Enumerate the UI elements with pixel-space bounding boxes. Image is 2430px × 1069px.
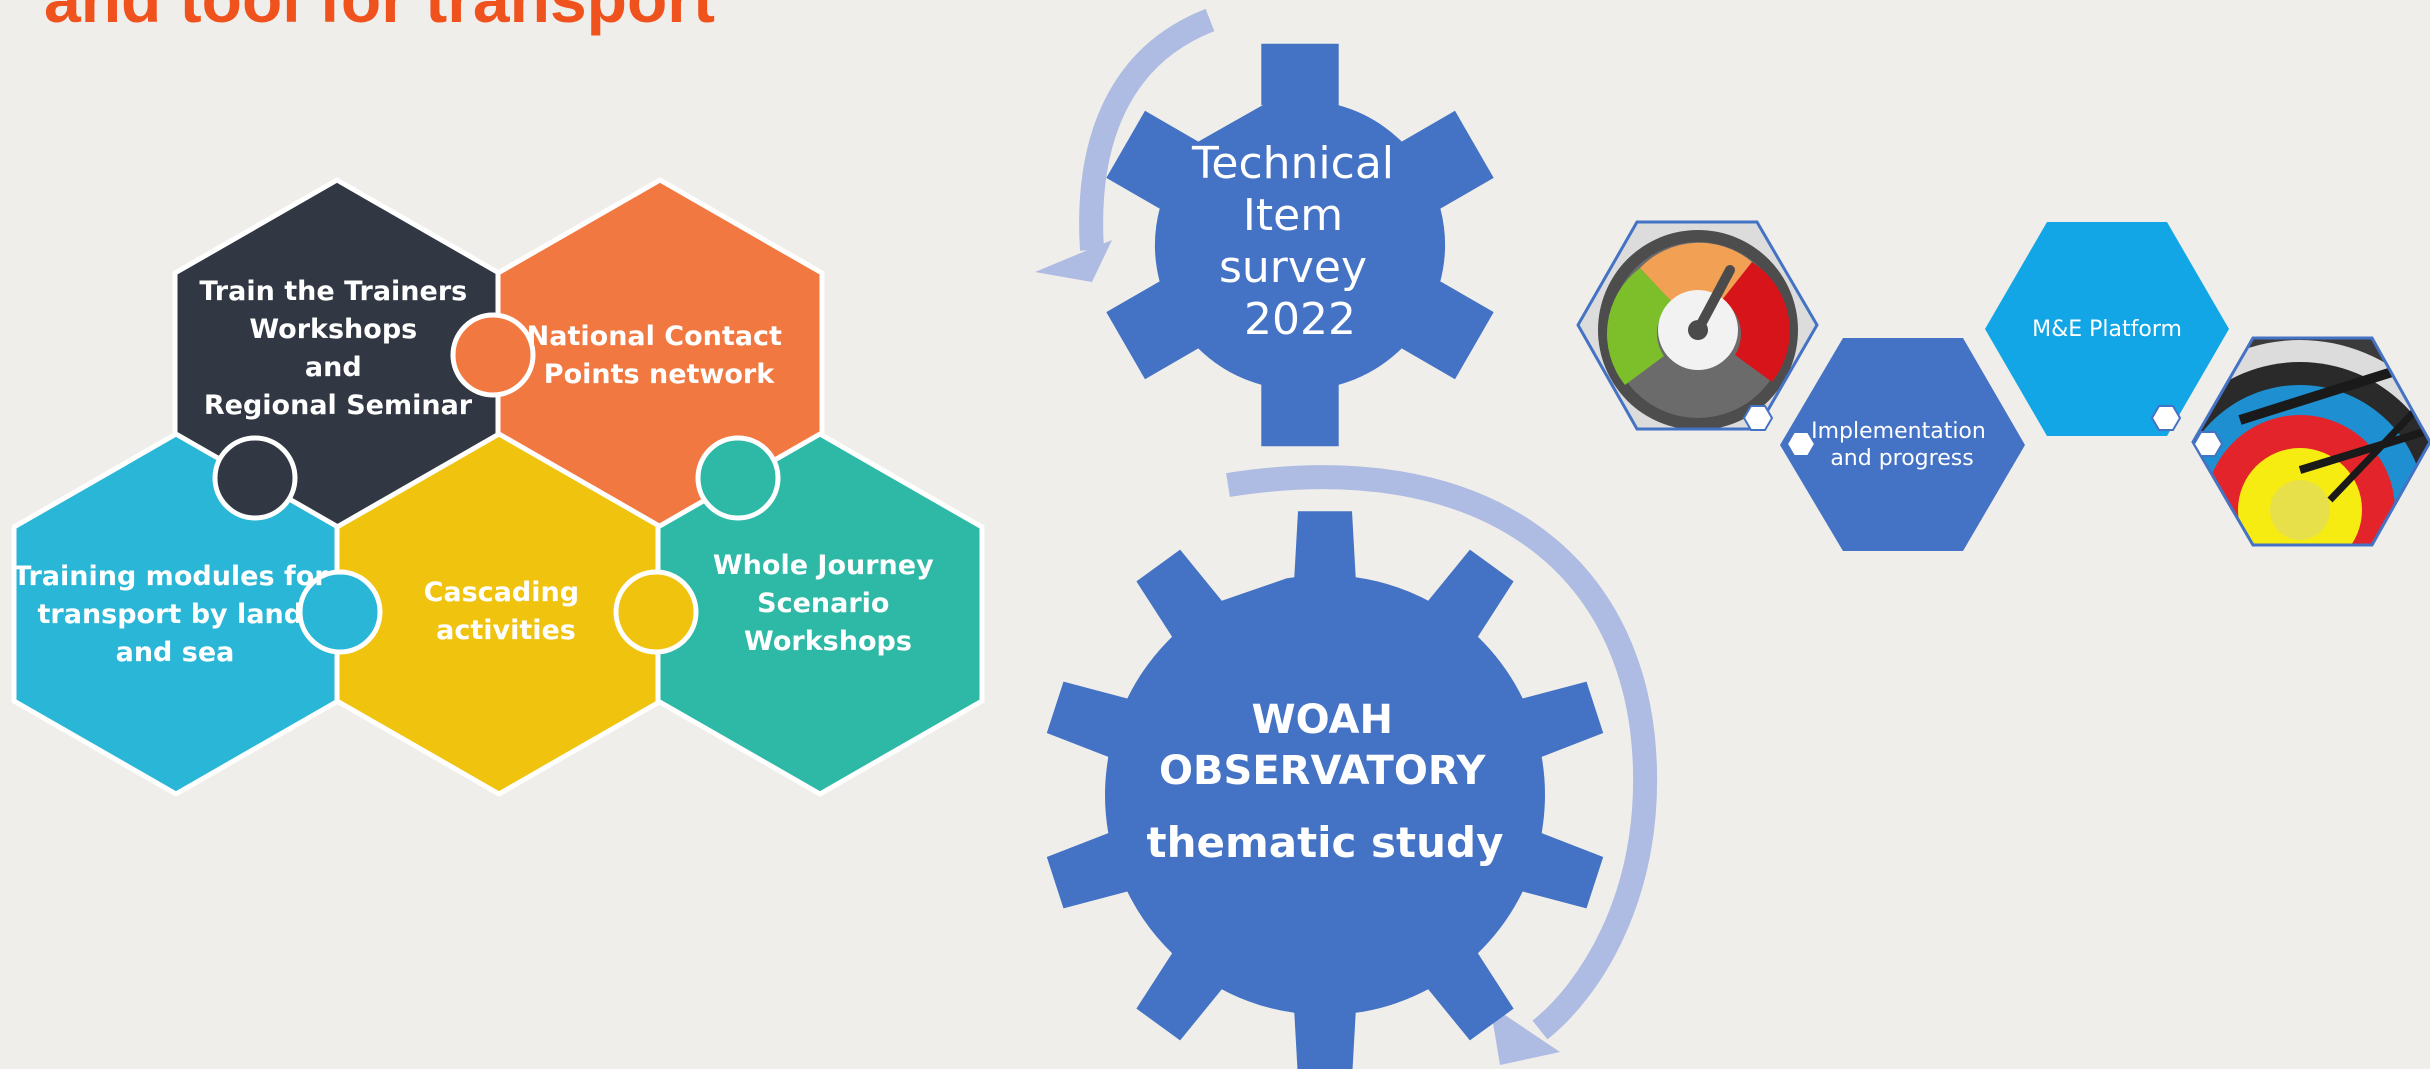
hex-implementation-progress [1780,338,2025,551]
woah-observatory-label: WOAH OBSERVATORY thematic study [1147,697,1504,867]
slide-title: and tool for transport [44,0,715,36]
cascading-activities-label: Cascading activities [424,577,589,646]
gear-woah-observatory [1046,511,1604,1069]
hex-me-platform [1985,222,2229,436]
curved-arrow-top [1035,8,1215,282]
puzzle-hexagon-group [11,177,985,797]
technical-item-survey-label: Technical Item survey 2022 [1191,138,1408,345]
connector-hexagons [1742,405,2224,457]
national-contact-points-label: National Contact Points network [527,321,792,390]
training-modules-label: Training modules for transport by land a… [13,561,337,668]
curved-arrow-right [1226,465,1658,1065]
me-platform-label: M&E Platform [2032,317,2182,342]
archery-target-icon [2191,336,2430,547]
gear-technical-item-survey [1106,43,1494,447]
whole-journey-label: Whole Journey Scenario Workshops [713,550,943,657]
train-the-trainers-label: Train the Trainers Workshops and Regiona… [199,276,476,421]
hex-whole-journey-scenario [655,431,985,797]
gauge-icon [1576,220,1819,431]
implementation-progress-label: Implementation and progress [1811,419,1993,471]
